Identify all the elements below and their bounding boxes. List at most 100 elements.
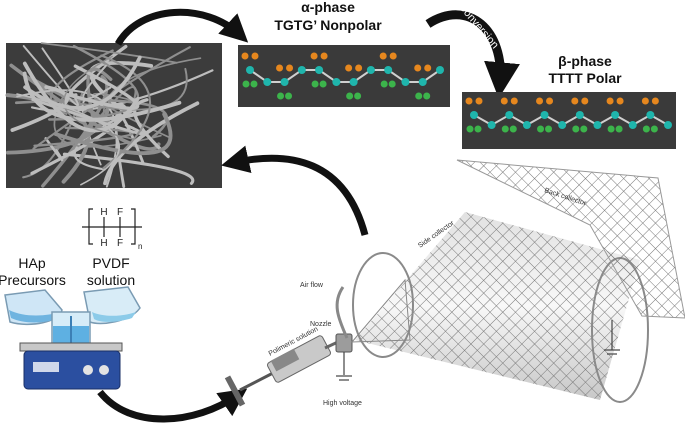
monomer-h-top: H xyxy=(100,207,107,218)
fiber-strand xyxy=(133,98,170,159)
fiber-strand xyxy=(23,55,142,110)
hap-flask xyxy=(4,289,63,326)
carbon-atom xyxy=(540,111,549,119)
beta-subtitle: TTTT Polar xyxy=(548,70,622,86)
pvdf-monomer-structure xyxy=(82,208,142,245)
carbon-atom xyxy=(297,66,306,74)
arrow-to-alpha xyxy=(114,8,249,46)
carbon-atom xyxy=(315,66,324,74)
substituent-atom xyxy=(536,97,544,105)
carbon-atom xyxy=(593,121,602,129)
fiber-strand xyxy=(62,152,195,185)
fiber-strand xyxy=(103,101,200,186)
carbon-atom xyxy=(522,121,531,129)
conversion-arrow xyxy=(425,10,520,99)
substituent-atom xyxy=(354,92,362,100)
carbon-atom xyxy=(263,78,272,86)
substituent-atom xyxy=(581,97,589,105)
carbon-atom xyxy=(664,121,672,129)
substituent-atom xyxy=(546,97,554,105)
fiber-strand xyxy=(82,64,112,101)
carbon-atom xyxy=(401,78,410,86)
carbon-atom xyxy=(487,121,496,129)
substituent-atom xyxy=(251,52,259,60)
carbon-atom xyxy=(280,78,289,86)
fiber-strand xyxy=(114,112,145,188)
magnetic-stirrer xyxy=(19,342,123,390)
substituent-atom xyxy=(650,125,658,133)
substituent-atom xyxy=(276,64,284,72)
fiber-strand xyxy=(100,54,152,170)
substituent-atom xyxy=(572,125,580,133)
monomer-subscript: n xyxy=(138,242,142,251)
substituent-atom xyxy=(414,64,422,72)
fiber-strand xyxy=(5,101,112,155)
carbon-atom xyxy=(558,121,567,129)
substituent-atom xyxy=(311,80,319,88)
substituent-atom xyxy=(310,52,318,60)
fiber-strand xyxy=(53,112,173,156)
substituent-atom xyxy=(380,80,388,88)
substituent-atom xyxy=(651,97,659,105)
conversion-label: Conversion xyxy=(456,1,501,51)
carbon-atom xyxy=(646,111,655,119)
substituent-atom xyxy=(345,64,353,72)
substituent-atom xyxy=(501,125,509,133)
substituent-atom xyxy=(379,52,387,60)
pvdf-flask xyxy=(83,286,141,325)
fiber-strand xyxy=(22,45,79,107)
carbon-atom xyxy=(470,111,478,119)
monomer-f-bottom: F xyxy=(117,238,123,249)
pvdf-label-line1: PVDF xyxy=(92,255,129,271)
substituent-atom xyxy=(509,125,517,133)
arrow-to-syringe xyxy=(97,388,248,423)
arrow-to-sem xyxy=(221,145,369,236)
substituent-atom xyxy=(465,97,473,105)
carbon-atom xyxy=(332,78,341,86)
alpha-title: α-phase xyxy=(301,0,355,15)
substituent-atom xyxy=(500,97,508,105)
monomer-h-bottom: H xyxy=(100,238,107,249)
alpha-subtitle: TGTG’ Nonpolar xyxy=(274,17,382,33)
substituent-atom xyxy=(346,92,354,100)
substituent-atom xyxy=(466,125,474,133)
fiber-strand xyxy=(63,64,140,110)
substituent-atom xyxy=(319,80,327,88)
side-collector xyxy=(352,212,649,403)
fiber-strand xyxy=(22,61,140,133)
hap-label-line2: Precursors xyxy=(0,272,66,288)
substituent-atom xyxy=(580,125,588,133)
alpha-phase-panel xyxy=(238,45,450,107)
substituent-atom xyxy=(510,97,518,105)
carbon-atom xyxy=(436,66,444,74)
substituent-atom xyxy=(355,64,363,72)
monomer-f-top: F xyxy=(117,207,123,218)
substituent-atom xyxy=(389,52,397,60)
air-flow-label: Air flow xyxy=(300,282,324,289)
carbon-atom xyxy=(628,121,637,129)
jet-cone xyxy=(350,278,411,343)
substituent-atom xyxy=(607,125,615,133)
pvdf-label-line2: solution xyxy=(87,272,135,288)
substituent-atom xyxy=(615,125,623,133)
substituent-atom xyxy=(388,80,396,88)
carbon-atom xyxy=(246,66,254,74)
beta-title: β-phase xyxy=(558,53,612,69)
substituent-atom xyxy=(424,64,432,72)
substituent-atom xyxy=(616,97,624,105)
high-voltage-label: High voltage xyxy=(323,400,362,407)
substituent-atom xyxy=(285,92,293,100)
carbon-atom xyxy=(611,111,620,119)
substituent-atom xyxy=(423,92,431,100)
carbon-atom xyxy=(505,111,514,119)
substituent-atom xyxy=(250,80,258,88)
back-collector xyxy=(456,159,685,355)
substituent-atom xyxy=(286,64,294,72)
substituent-atom xyxy=(571,97,579,105)
substituent-atom xyxy=(606,97,614,105)
beta-phase-panel xyxy=(462,92,676,149)
sem-fiber-image xyxy=(5,42,222,188)
carbon-atom xyxy=(366,66,375,74)
substituent-atom xyxy=(641,97,649,105)
